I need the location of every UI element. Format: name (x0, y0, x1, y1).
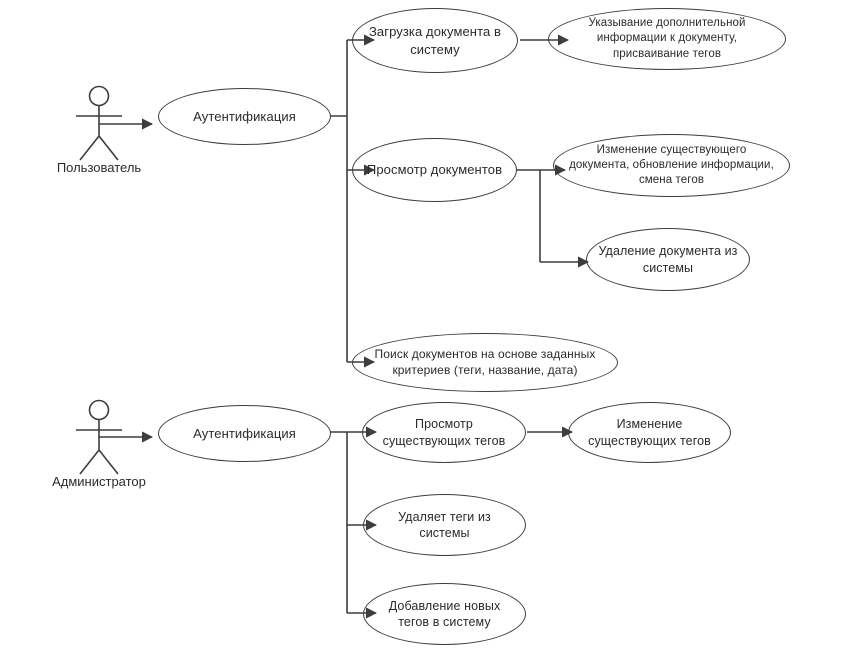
use-case-label: Поиск документов на основе заданных крит… (374, 346, 596, 377)
use-case-extra-info[interactable]: Указывание дополнительной информации к д… (548, 8, 786, 70)
actor-user-name: Пользователь (56, 160, 142, 175)
use-case-upload-doc[interactable]: Загрузка документа в систему (352, 8, 518, 73)
use-case-delete-tags[interactable]: Удаляет теги из системы (363, 494, 526, 556)
use-case-label: Загрузка документа в систему (368, 24, 502, 57)
use-case-label: Аутентификация (193, 108, 296, 124)
use-case-edit-doc[interactable]: Изменение существующего документа, обнов… (553, 134, 790, 197)
use-case-auth-admin[interactable]: Аутентификация (158, 405, 331, 462)
use-case-view-docs[interactable]: Просмотр документов (352, 138, 517, 202)
use-case-label: Просмотр существующих тегов (382, 417, 506, 448)
use-case-label: Указывание дополнительной информации к д… (588, 17, 746, 60)
use-case-label: Просмотр документов (366, 162, 503, 178)
actor-admin-name: Администратор (52, 474, 146, 489)
use-case-label: Добавление новых тегов в систему (388, 598, 501, 630)
use-case-label: Удаление документа из системы (598, 244, 738, 275)
actor-user-figure (76, 85, 122, 161)
use-case-label: Изменение существующих тегов (588, 417, 711, 448)
use-case-delete-doc[interactable]: Удаление документа из системы (586, 228, 750, 291)
use-case-label: Аутентификация (193, 425, 296, 441)
use-case-label: Удаляет теги из системы (398, 509, 491, 541)
use-case-search-docs[interactable]: Поиск документов на основе заданных крит… (352, 333, 618, 392)
use-case-view-tags[interactable]: Просмотр существующих тегов (362, 402, 526, 463)
actor-label-user: Пользователь (39, 160, 159, 175)
actor-label-admin: Администратор (39, 474, 159, 489)
use-case-add-tags[interactable]: Добавление новых тегов в систему (363, 583, 526, 645)
actor-admin-figure (76, 399, 122, 475)
link-viewdocs-branch (516, 164, 590, 268)
use-case-label: Изменение существующего документа, обнов… (569, 143, 774, 187)
use-case-auth-user[interactable]: Аутентификация (158, 88, 331, 145)
link-auth-user-branch (330, 34, 376, 368)
use-case-edit-tags[interactable]: Изменение существующих тегов (568, 402, 731, 463)
